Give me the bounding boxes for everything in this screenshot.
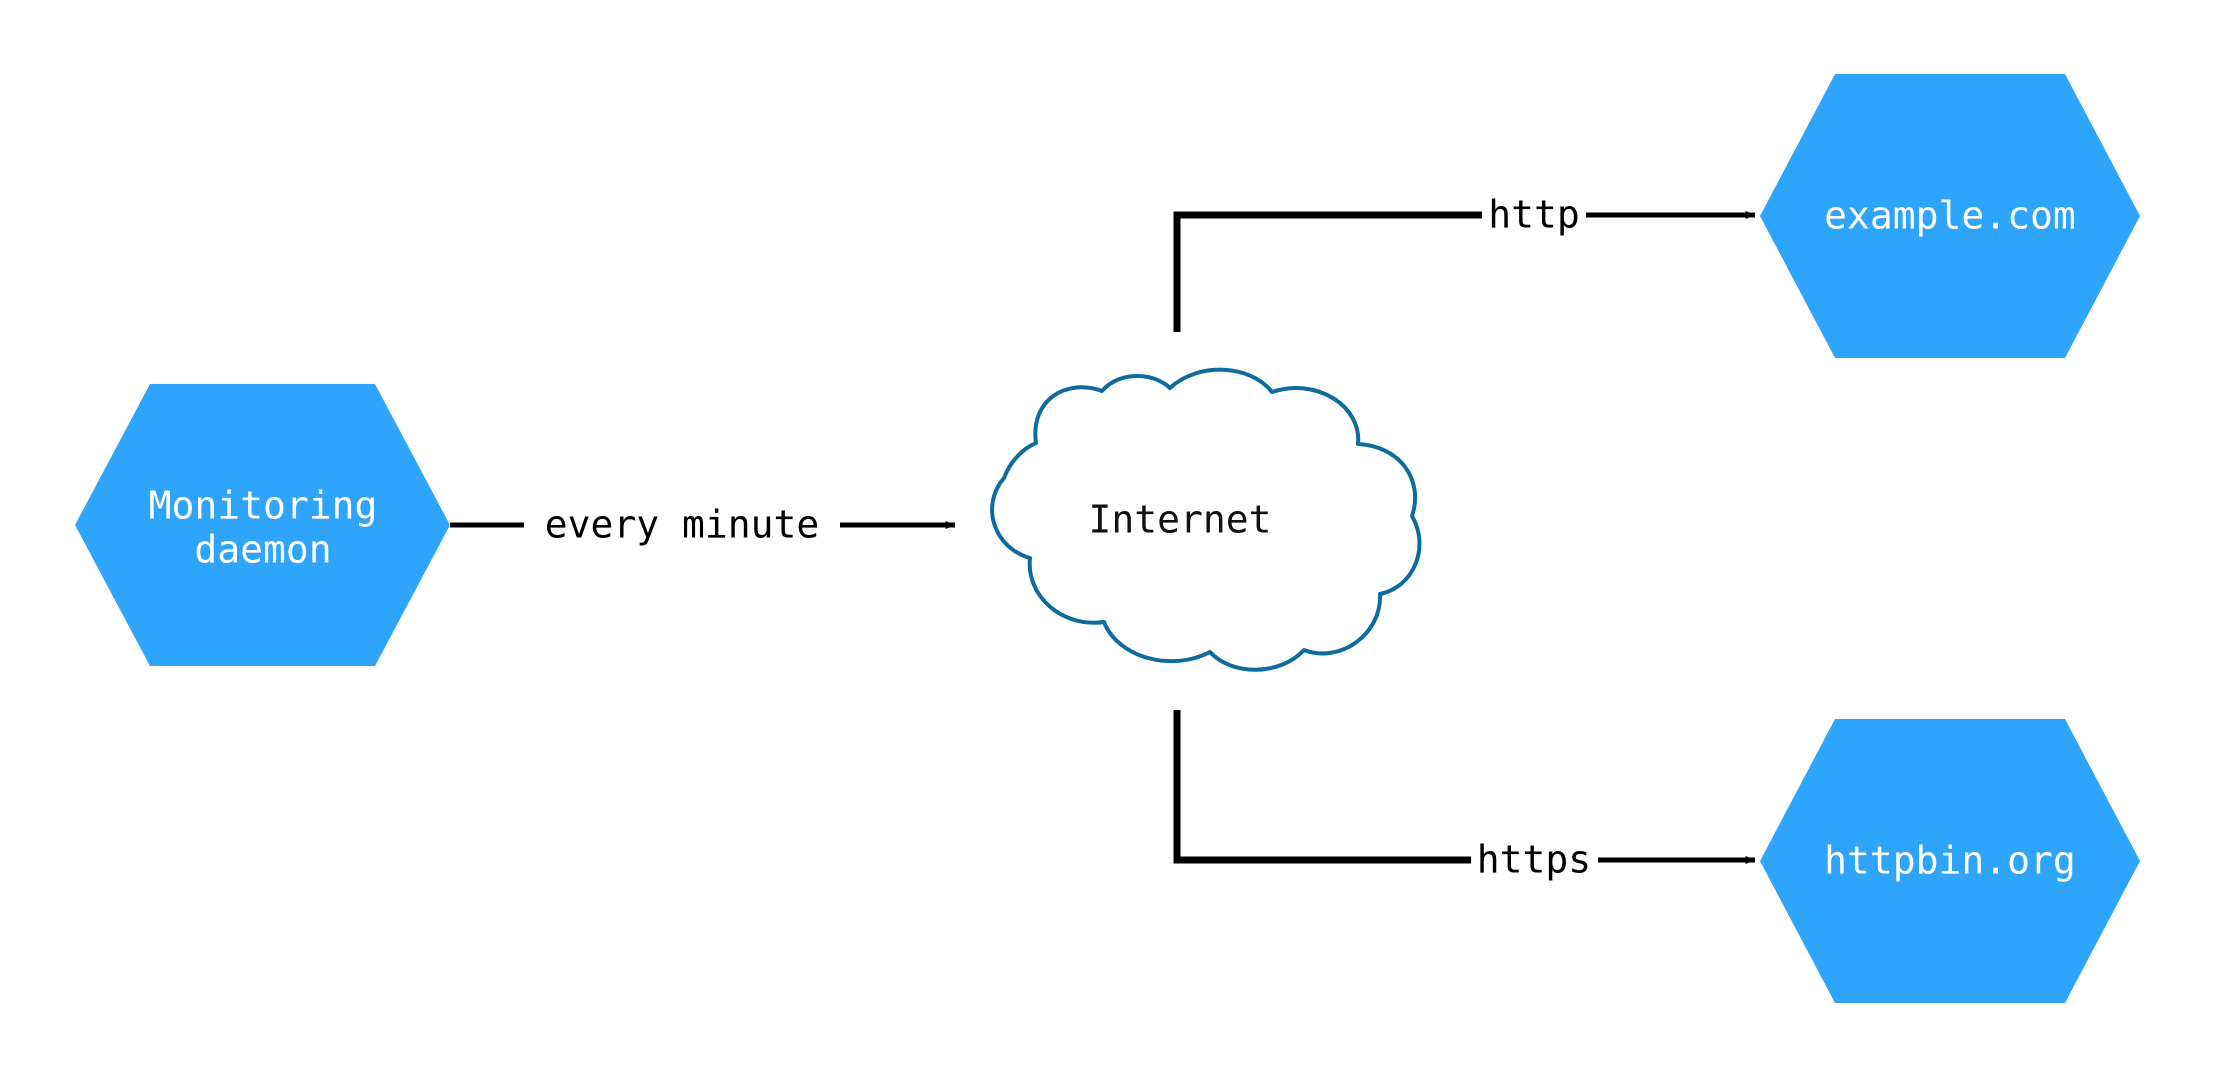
example-com-hexagon-shape bbox=[1760, 74, 2140, 358]
edge-label-http: http bbox=[1488, 193, 1580, 237]
node-example-com[interactable]: example.com bbox=[1760, 74, 2140, 358]
edge-internet-to-example[interactable]: http bbox=[1173, 193, 1756, 333]
httpbin-org-hexagon-shape bbox=[1760, 719, 2140, 1003]
edge-internet-to-example-elbow bbox=[1173, 211, 1482, 332]
node-httpbin-org[interactable]: httpbin.org bbox=[1760, 719, 2140, 1003]
node-internet[interactable]: Internet bbox=[990, 367, 1422, 672]
monitoring-daemon-label-line1: Monitoring bbox=[149, 484, 378, 528]
internet-cloud-shape bbox=[990, 367, 1422, 672]
httpbin-org-label: httpbin.org bbox=[1824, 839, 2076, 883]
edge-label-every-minute: every minute bbox=[545, 503, 820, 547]
monitoring-daemon-label-line2: daemon bbox=[194, 528, 331, 572]
example-com-label: example.com bbox=[1824, 194, 2076, 238]
edge-daemon-to-internet[interactable]: every minute bbox=[450, 503, 956, 547]
node-monitoring-daemon[interactable]: Monitoring daemon bbox=[75, 384, 450, 666]
edge-internet-to-httpbin[interactable]: https bbox=[1173, 710, 1756, 882]
internet-label: Internet bbox=[1088, 498, 1271, 542]
monitoring-daemon-hexagon-shape bbox=[75, 384, 450, 666]
edge-internet-to-httpbin-elbow bbox=[1173, 710, 1471, 864]
edge-label-https: https bbox=[1477, 838, 1591, 882]
